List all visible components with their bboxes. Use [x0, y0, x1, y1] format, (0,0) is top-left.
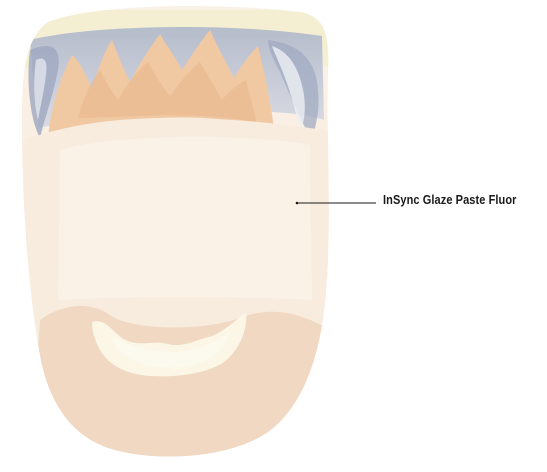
cervical-tint [30, 306, 330, 467]
callout-anchor-dot [296, 202, 299, 205]
body-enamel-light [58, 137, 312, 300]
callout-label: InSync Glaze Paste Fluor [383, 193, 517, 207]
